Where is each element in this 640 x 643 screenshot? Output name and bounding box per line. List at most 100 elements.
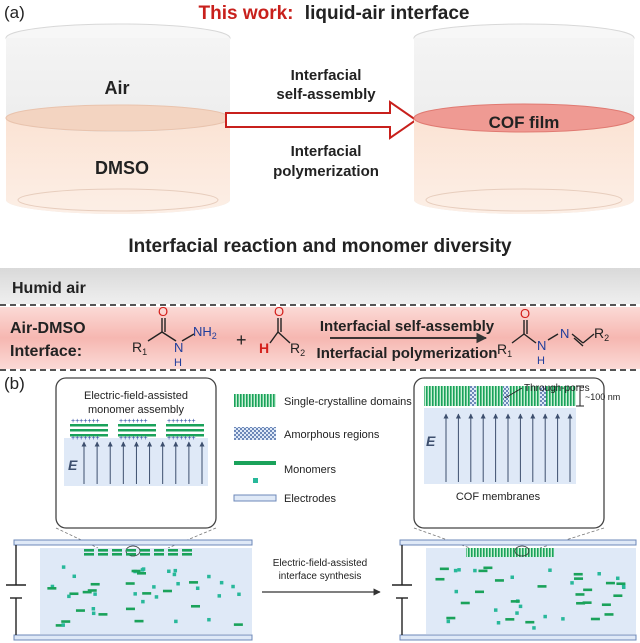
through-pores-leader — [504, 387, 523, 399]
surface-monomer — [126, 553, 136, 556]
bulk-monomer — [575, 593, 585, 596]
bulk-monomer — [98, 613, 108, 616]
bulk-monomer — [505, 618, 515, 621]
bulk-monomer — [82, 590, 92, 594]
bulk-monomer-dot — [518, 604, 523, 609]
bulk-monomer-dot — [446, 619, 451, 624]
aldehyde-o: O — [274, 304, 284, 319]
surface-monomer — [112, 553, 122, 556]
left-electrolyte — [40, 548, 252, 634]
left-top-electrode — [13, 539, 253, 546]
bulk-monomer-dot — [207, 617, 211, 622]
left-field-symbol: E — [68, 457, 78, 473]
bulk-monomer — [590, 617, 600, 621]
hydrazide-nh2: NH2 — [193, 324, 217, 341]
bulk-monomer-dot — [172, 572, 177, 577]
bulk-monomer — [131, 569, 141, 573]
bulk-monomer-dot — [133, 592, 137, 596]
left-battery — [6, 545, 26, 635]
bulk-monomer-dot — [515, 611, 519, 615]
surface-monomer — [98, 553, 108, 556]
product-n1: N — [537, 338, 546, 353]
cof-film-label: COF film — [489, 113, 560, 132]
humid-air-label: Humid air — [12, 280, 86, 297]
bulk-monomer — [537, 585, 547, 588]
product-h: H — [537, 355, 545, 367]
legend-label-electrodes: Electrodes — [284, 493, 336, 505]
charge-row: +++++++ — [167, 435, 196, 442]
hydrazide-n: N — [174, 340, 183, 355]
stacked-monomer — [70, 424, 108, 427]
title-highlight: This work: — [199, 3, 294, 24]
charge-row: +++++++ — [71, 435, 100, 442]
arrow-bottom-line1: Interfacial — [291, 143, 362, 160]
bulk-monomer — [483, 566, 493, 570]
right-field-arrows — [443, 413, 573, 482]
section-title: Interfacial reaction and monomer diversi… — [128, 236, 512, 257]
bulk-monomer — [47, 587, 57, 590]
left-zoom-box: Electric-field-assisted monomer assembly… — [55, 377, 217, 529]
legend: Single-crystalline domains Amorphous reg… — [233, 394, 412, 505]
aldehyde-structure — [269, 318, 291, 344]
bulk-monomer — [460, 601, 470, 605]
aldehyde-r2: R2 — [290, 340, 305, 358]
hydrazide-h: H — [174, 357, 182, 369]
bulk-monomer-dot — [93, 592, 97, 596]
bulk-monomer — [435, 577, 445, 581]
right-electrolyte — [426, 548, 636, 634]
product-r2: R2 — [594, 325, 609, 343]
bulk-monomer-dot — [496, 621, 501, 625]
charge-row: +++++++ — [71, 418, 100, 425]
bulk-monomer-dot — [493, 608, 498, 612]
bulk-monomer-dot — [561, 617, 565, 621]
bulk-monomer — [190, 604, 200, 608]
bulk-monomer-dot — [217, 594, 222, 598]
cof-amorphous-seg-3 — [540, 386, 546, 406]
bulk-monomer-dot — [510, 575, 514, 579]
bulk-monomer-dot — [195, 586, 200, 591]
right-top-electrode — [399, 539, 637, 546]
legend-swatch-monomer — [234, 461, 276, 465]
right-cof-membrane — [466, 548, 554, 557]
process-arrow — [225, 100, 418, 140]
panel-a-label: (a) — [4, 3, 25, 22]
bulk-monomer — [75, 609, 85, 612]
right-beaker: COF film — [413, 23, 635, 214]
stacked-monomer — [118, 429, 156, 432]
bulk-monomer — [525, 620, 535, 624]
hydrazide-structure — [147, 318, 195, 342]
bulk-monomer-dot — [61, 623, 65, 627]
bulk-monomer-dot — [176, 581, 180, 586]
bulk-monomer — [613, 594, 623, 598]
bulk-monomer-dot — [570, 581, 574, 585]
bulk-monomer-dot — [141, 599, 145, 604]
bulk-monomer — [439, 567, 449, 571]
surface-monomer — [84, 553, 94, 556]
humid-air-band — [0, 268, 640, 304]
process-label-line2: interface synthesis — [279, 571, 362, 582]
cof-amorphous-seg-1 — [470, 386, 476, 406]
bulk-monomer — [125, 582, 135, 585]
stacked-monomer — [166, 429, 204, 432]
hydrazide-r1: R1 — [132, 339, 147, 357]
surface-monomer — [154, 553, 164, 556]
cof-amorphous-seg-2 — [503, 386, 509, 406]
legend-label-crystalline: Single-crystalline domains — [284, 396, 412, 408]
bulk-monomer-dot — [91, 607, 96, 611]
arrow-bottom-line2: polymerization — [273, 163, 379, 180]
surface-monomer — [126, 549, 136, 552]
plus-sign: + — [236, 330, 247, 350]
product-o: O — [520, 306, 530, 321]
arrow-top-line1: Interfacial — [291, 67, 362, 84]
panel-a-title: This work: liquid-air interface — [199, 3, 470, 24]
aldehyde-h: H — [259, 340, 269, 356]
left-zoom-title-line1: Electric-field-assisted — [84, 390, 188, 402]
stacked-monomer — [118, 434, 156, 437]
bulk-monomer-dot — [453, 568, 458, 573]
air-label: Air — [104, 78, 129, 98]
bulk-monomer — [125, 607, 135, 611]
dmso-label: DMSO — [95, 158, 149, 178]
bulk-monomer — [87, 589, 97, 592]
bulk-monomer — [601, 603, 611, 607]
